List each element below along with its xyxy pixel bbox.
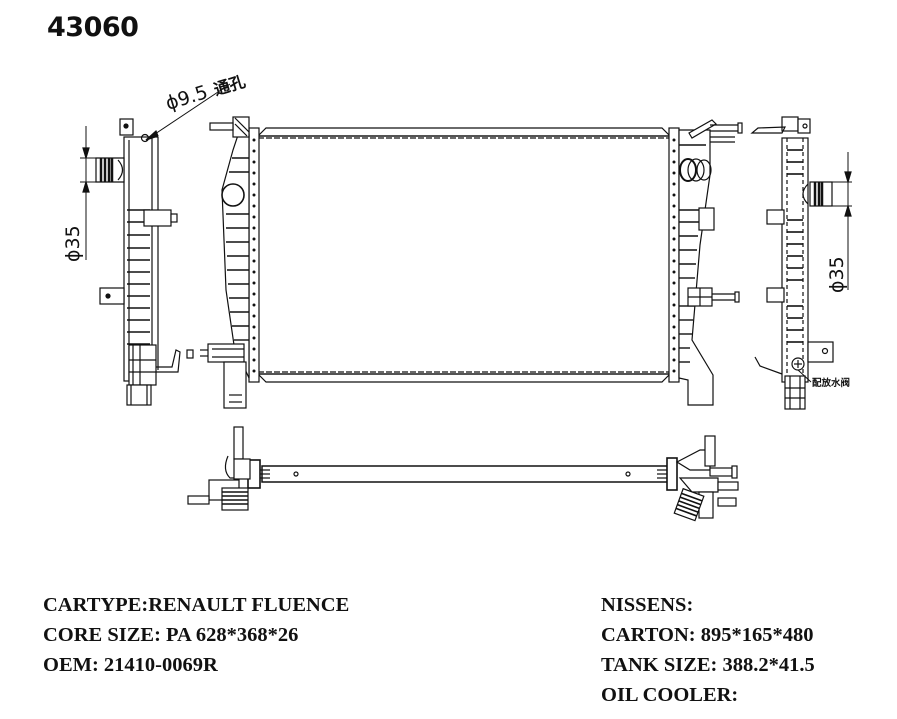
spec-value: PA 628*368*26 [166,624,299,646]
spec-label: CORE SIZE: [43,624,167,646]
bottom-view [187,426,739,522]
spec-cartype: CARTYPE:RENAULT FLUENCE [43,590,349,620]
right-side-view [750,116,852,410]
spec-label: NISSENS: [601,594,694,616]
spec-oil-cooler: OIL COOLER: [601,680,815,710]
spec-carton: CARTON: 895*165*480 [601,620,815,650]
specs-left: CARTYPE:RENAULT FLUENCE CORE SIZE: PA 62… [43,590,349,680]
left-side-view [80,83,231,406]
vent-hole-dimension: ϕ9.5 [163,81,210,115]
vent-hole-label: 通孔 [211,72,247,100]
spec-label: CARTYPE: [43,594,149,616]
left-pipe-dimension: ϕ35 [62,225,84,262]
spec-label: CARTON: [601,624,701,646]
spec-label: TANK SIZE: [601,654,723,676]
spec-value: 21410-0069R [103,654,218,676]
right-pipe-dimension: ϕ35 [826,256,848,293]
front-view [200,116,743,409]
spec-oem: OEM: 21410-0069R [43,650,349,680]
vent-hole-annotation: ϕ9.5 通孔 [163,72,248,115]
spec-tank-size: TANK SIZE: 388.2*41.5 [601,650,815,680]
spec-nissens: NISSENS: [601,590,815,620]
spec-label: OEM: [43,654,104,676]
drain-valve-label: 配放水阀 [812,377,850,389]
specs-right: NISSENS: CARTON: 895*165*480 TANK SIZE: … [601,590,815,710]
spec-value: 388.2*41.5 [722,654,815,676]
part-number: 43060 [47,12,139,43]
spec-core-size: CORE SIZE: PA 628*368*26 [43,620,349,650]
spec-label: OIL COOLER: [601,684,739,706]
spec-value: 895*165*480 [700,624,814,646]
technical-drawing: ϕ35 ϕ9.5 通孔 [62,72,852,522]
spec-value: RENAULT FLUENCE [148,594,350,616]
